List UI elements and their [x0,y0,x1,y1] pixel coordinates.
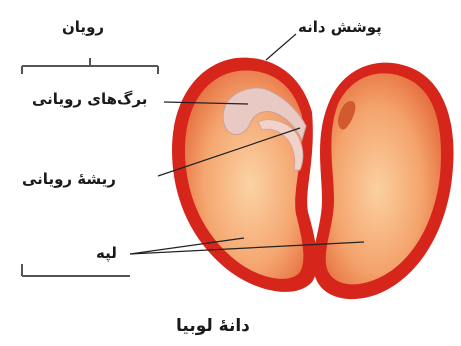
label-embryo: رویان [62,20,104,35]
label-plumule: ریشهٔ رویانی [22,172,116,187]
label-cotyledon: لپه [96,246,117,261]
embryo-bracket [22,58,158,74]
label-seed-coat: پوشش دانه [298,20,382,35]
cotyledon-bracket [22,264,130,276]
right-cotyledon [313,63,453,299]
seed-coat-leader [266,34,296,60]
diagram-caption: دانهٔ لوبیا [176,318,250,335]
label-embryonic-leaves: برگ‌های رویانی [32,92,147,107]
left-cotyledon [172,58,317,292]
